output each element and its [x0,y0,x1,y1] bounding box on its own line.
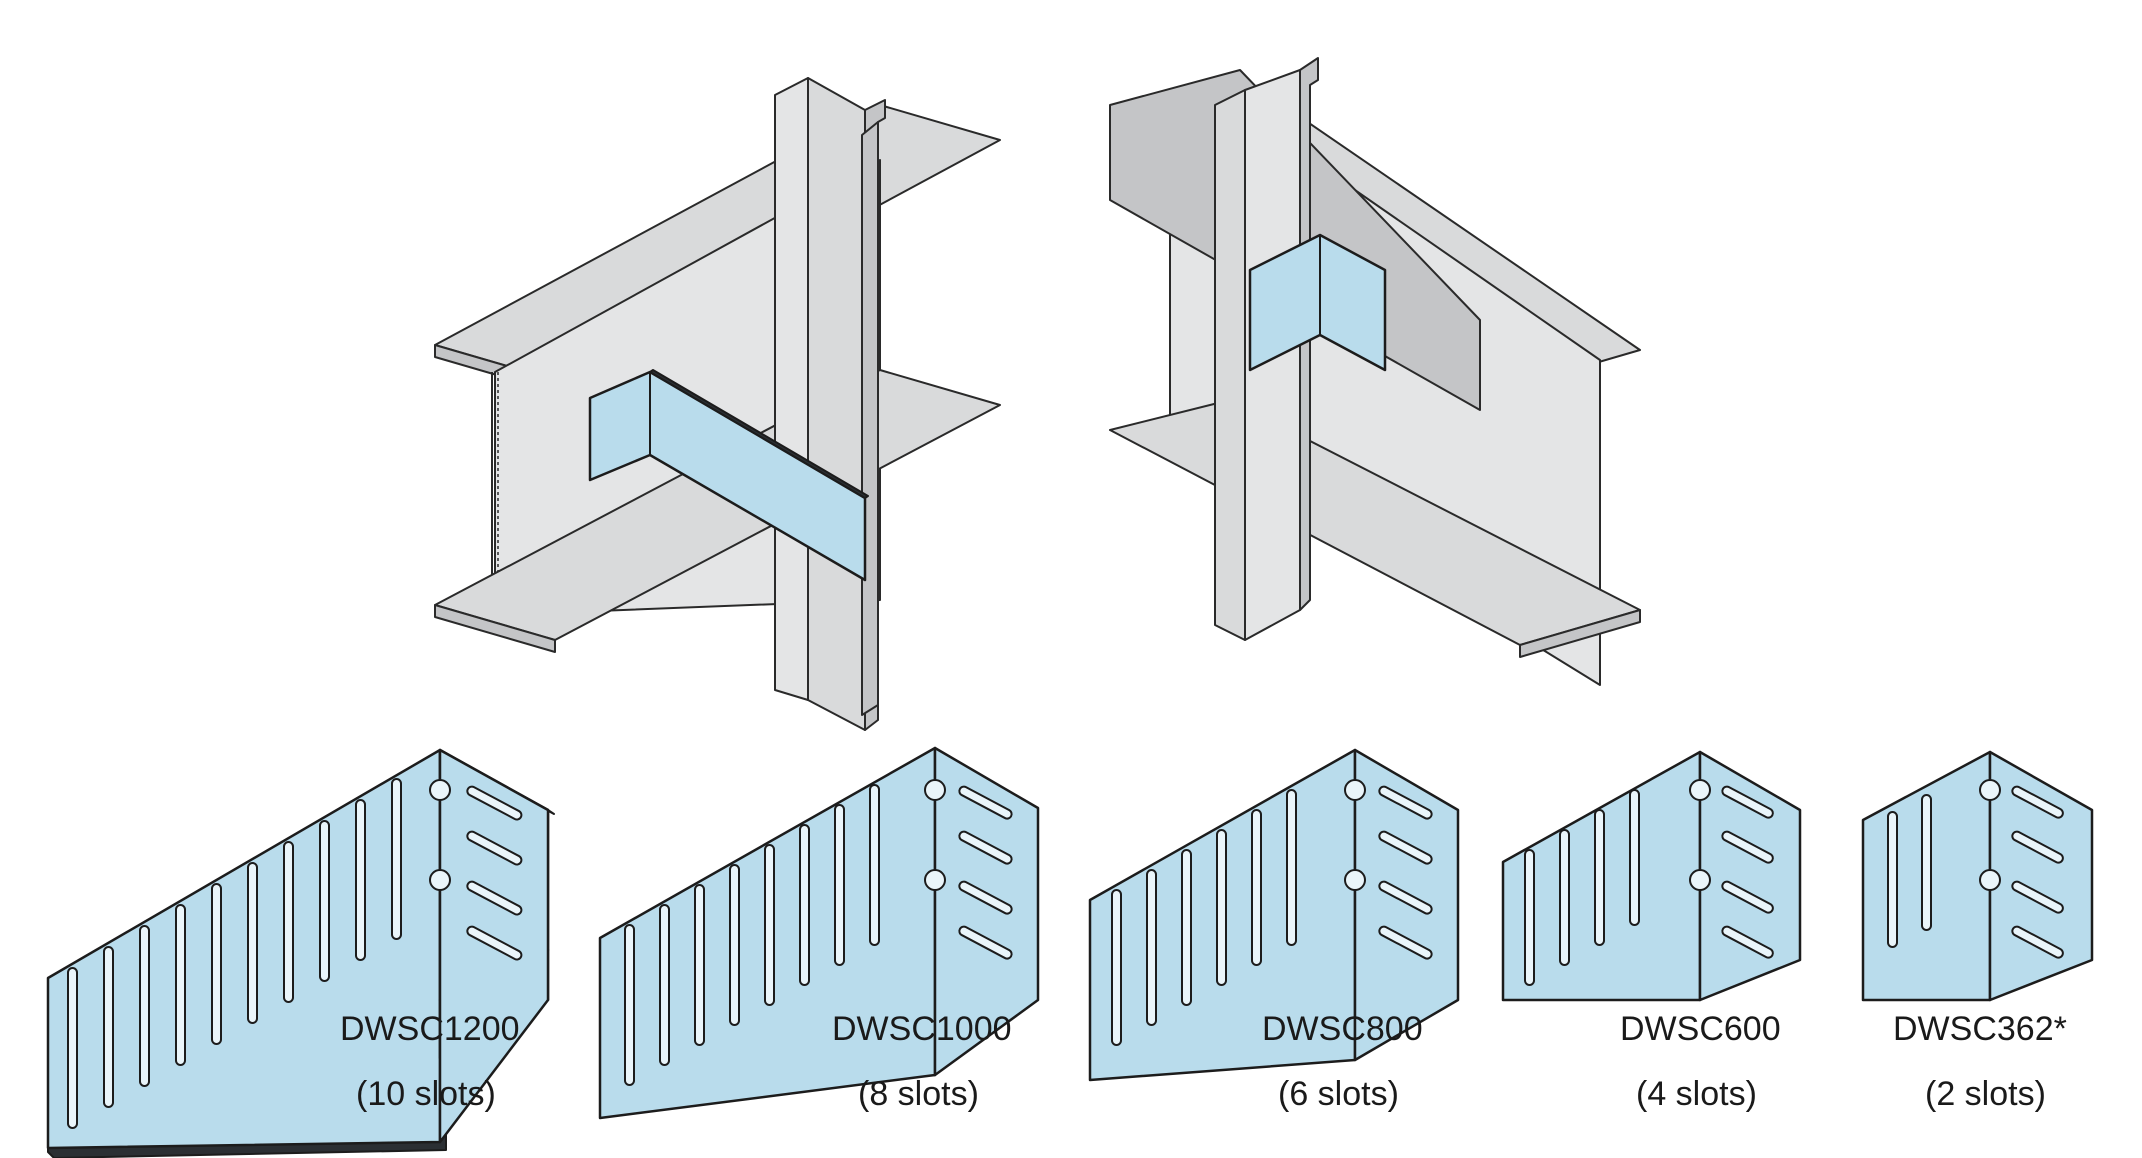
slot-count-label: (8 slots) [858,1075,979,1113]
clip-dwsc1000: DWSC1000 (8 slots) [598,746,1040,1120]
slots-dwsc1200 [67,778,402,1129]
clip-dwsc362: DWSC362* (2 slots) [1861,750,2094,1113]
slots-dwsc800 [1111,789,1297,1046]
model-label: DWSC600 [1620,1010,1781,1048]
model-label: DWSC800 [1262,1010,1423,1048]
model-label: DWSC1000 [832,1010,1012,1048]
clip-dwsc1200: DWSC1200 (10 slots) [46,748,555,1158]
slots-dwsc1000 [624,784,880,1086]
clip-dwsc600: DWSC600 (4 slots) [1501,750,1802,1113]
slot-count-label: (2 slots) [1925,1075,2046,1113]
model-label: DWSC1200 [340,1010,520,1048]
clip-dwsc800: DWSC800 (6 slots) [1088,748,1460,1113]
slot-count-label: (10 slots) [356,1075,496,1113]
assembly-left [434,77,1001,731]
slots-dwsc600 [1524,789,1640,986]
slots-dwsc362 [1887,794,1932,948]
slot-count-label: (6 slots) [1278,1075,1399,1113]
assembly-right [1109,57,1641,686]
model-label: DWSC362* [1893,1010,2067,1048]
slot-count-label: (4 slots) [1636,1075,1757,1113]
